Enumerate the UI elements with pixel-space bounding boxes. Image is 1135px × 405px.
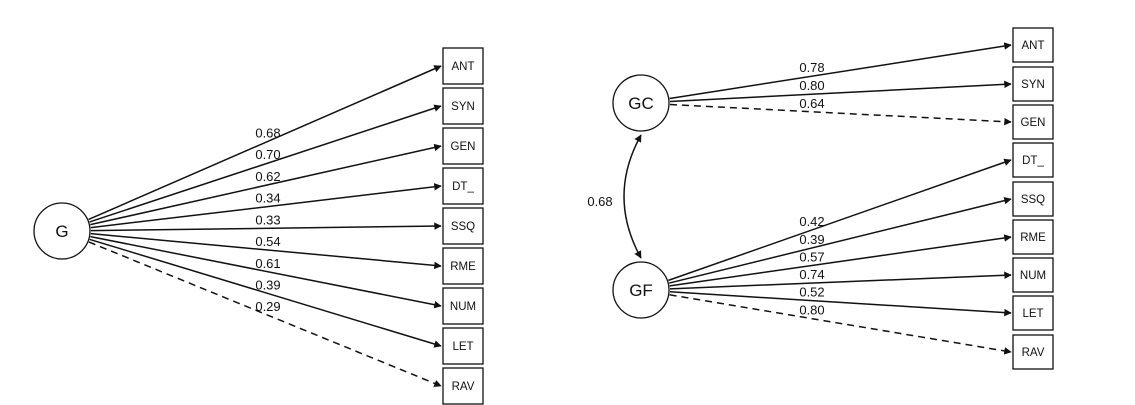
loading-path-GC-SYN bbox=[669, 80, 1012, 103]
indicator-box-GEN bbox=[1012, 104, 1054, 140]
loading-value-G-RME: 0.54 bbox=[255, 234, 280, 249]
model-two-factor: 0.78 0.80 0.64 0.42 0.39 0.57 0.74 0.52 0.80 0.68… bbox=[587, 27, 1054, 370]
loading-value-G-DT_: 0.34 bbox=[255, 191, 280, 206]
loading-value-GC-SYN: 0.80 bbox=[799, 78, 824, 93]
indicator-label-LET: LET bbox=[452, 341, 473, 353]
loading-path-G-LET bbox=[89, 238, 442, 348]
indicator-box-NUM bbox=[442, 287, 484, 325]
indicator-box-ANT bbox=[1012, 27, 1054, 63]
loading-path-GF-SSQ bbox=[668, 196, 1012, 284]
loading-value-G-RAV: 0.29 bbox=[255, 299, 280, 314]
indicator-label-SYN: SYN bbox=[1021, 79, 1045, 91]
model-single-factor: 0.68 0.70 0.62 0.34 0.33 0.54 0.61 0.39 0.29 ANT S… bbox=[33, 47, 484, 405]
loading-value-GF-LET: 0.52 bbox=[799, 285, 824, 300]
loading-path-GF-LET bbox=[669, 291, 1012, 317]
indicator-box-SSQ bbox=[442, 207, 484, 245]
loading-value-G-NUM: 0.61 bbox=[255, 256, 280, 271]
indicator-label-DT_: DT_ bbox=[1022, 155, 1044, 167]
loading-value-G-ANT: 0.68 bbox=[255, 125, 280, 140]
indicator-label-SYN: SYN bbox=[451, 101, 475, 113]
indicator-label-DT_: DT_ bbox=[452, 181, 474, 193]
indicator-label-LET: LET bbox=[1022, 308, 1043, 320]
indicator-label-GEN: GEN bbox=[1021, 117, 1046, 129]
loading-value-G-LET: 0.39 bbox=[255, 278, 280, 293]
indicator-box-SSQ bbox=[1012, 181, 1054, 217]
loading-value-GC-ANT: 0.78 bbox=[799, 60, 824, 75]
loading-path-G-RME bbox=[90, 232, 442, 270]
indicator-box-RME bbox=[1012, 219, 1054, 255]
loading-path-G-SYN bbox=[89, 104, 442, 223]
loading-path-G-NUM bbox=[90, 235, 442, 309]
indicator-box-GEN bbox=[442, 127, 484, 165]
loading-value-G-GEN: 0.62 bbox=[255, 169, 280, 184]
indicator-label-RME: RME bbox=[450, 261, 476, 273]
indicator-box-NUM bbox=[1012, 257, 1054, 293]
indicator-box-ANT bbox=[442, 47, 484, 85]
loading-path-G-ANT bbox=[88, 65, 442, 221]
latent-node-G bbox=[33, 202, 91, 260]
indicator-box-LET bbox=[442, 327, 484, 365]
latent-label-GF: GF bbox=[629, 281, 653, 300]
latent-node-GF bbox=[612, 261, 670, 319]
indicator-label-RAV: RAV bbox=[452, 381, 475, 393]
latent-label-GC: GC bbox=[628, 94, 654, 113]
loading-path-GF-RME bbox=[669, 234, 1012, 287]
indicator-label-RAV: RAV bbox=[1022, 347, 1045, 359]
loading-value-GF-RME: 0.57 bbox=[799, 250, 824, 265]
loading-value-GC-GEN: 0.64 bbox=[799, 96, 824, 111]
loading-path-G-GEN bbox=[90, 143, 442, 226]
indicator-label-NUM: NUM bbox=[450, 301, 476, 313]
covariance-value-GC-GF: 0.68 bbox=[587, 194, 612, 209]
loading-path-GF-NUM bbox=[669, 271, 1012, 290]
loading-path-GF-DT_ bbox=[668, 158, 1012, 282]
latent-node-GC bbox=[612, 74, 670, 132]
indicator-box-DT_ bbox=[442, 167, 484, 205]
loading-path-G-DT_ bbox=[90, 183, 442, 229]
indicator-label-ANT: ANT bbox=[1022, 40, 1045, 52]
indicator-box-SYN bbox=[1012, 66, 1054, 102]
loading-path-G-SSQ bbox=[90, 222, 442, 232]
indicator-box-SYN bbox=[442, 87, 484, 125]
loading-value-G-SYN: 0.70 bbox=[255, 147, 280, 162]
loading-value-G-SSQ: 0.33 bbox=[255, 212, 280, 227]
loading-path-GC-GEN bbox=[669, 103, 1012, 126]
loading-path-GF-RAV bbox=[669, 294, 1012, 355]
loading-path-GC-ANT bbox=[669, 42, 1012, 100]
indicator-label-GEN: GEN bbox=[451, 141, 476, 153]
loading-value-GF-DT_: 0.42 bbox=[799, 214, 824, 229]
covariance-path-GC-GF bbox=[623, 134, 642, 259]
indicator-box-RAV bbox=[1012, 334, 1054, 370]
indicator-label-ANT: ANT bbox=[452, 61, 475, 73]
indicator-box-RAV bbox=[442, 367, 484, 405]
indicator-box-DT_ bbox=[1012, 142, 1054, 178]
loading-value-GF-RAV: 0.80 bbox=[799, 303, 824, 318]
loading-path-G-RAV bbox=[88, 241, 442, 387]
indicator-label-SSQ: SSQ bbox=[451, 221, 475, 233]
indicator-box-LET bbox=[1012, 295, 1054, 331]
indicator-label-SSQ: SSQ bbox=[1021, 194, 1045, 206]
indicator-box-RME bbox=[442, 247, 484, 285]
indicator-label-RME: RME bbox=[1020, 232, 1046, 244]
latent-label-G: G bbox=[55, 222, 68, 241]
loading-value-GF-NUM: 0.74 bbox=[799, 267, 824, 282]
loading-value-GF-SSQ: 0.39 bbox=[799, 232, 824, 247]
indicator-label-NUM: NUM bbox=[1020, 270, 1046, 282]
